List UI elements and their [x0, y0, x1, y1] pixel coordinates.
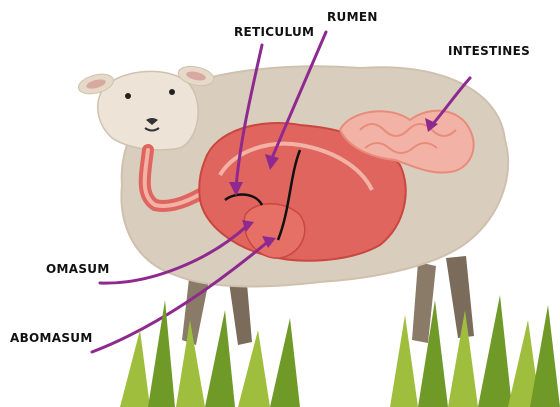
rumen-label: RUMEN	[327, 10, 378, 24]
omasum-label: OMASUM	[46, 262, 110, 276]
intestines-label: INTESTINES	[448, 44, 530, 58]
abomasum-label: ABOMASUM	[10, 331, 93, 345]
reticulum-label: RETICULUM	[234, 25, 314, 39]
